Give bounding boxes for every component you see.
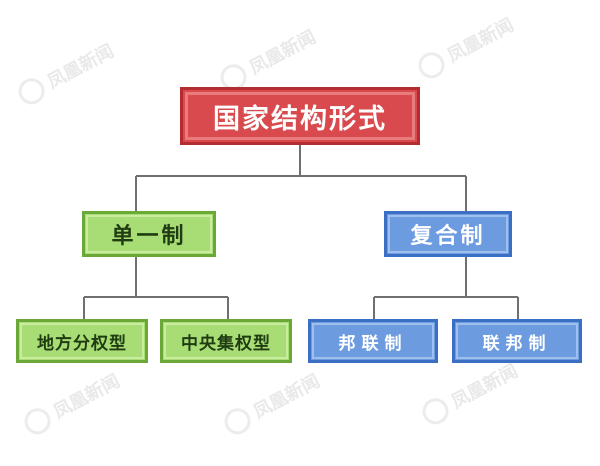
node-label: 地方分权型 [37,333,127,354]
node-label: 中央集权型 [181,333,271,354]
node-label: 单一制 [111,224,187,249]
node-decentralized-type: 地方分权型 [16,319,148,363]
node-root: 国家结构形式 [180,87,420,145]
node-label: 联邦制 [482,333,552,354]
node-label: 复合制 [410,224,486,249]
node-confederation: 邦联制 [308,319,438,363]
node-label: 国家结构形式 [213,103,387,135]
node-unitary-system: 单一制 [82,211,216,257]
node-federation: 联邦制 [452,319,582,363]
node-centralized-type: 中央集权型 [160,319,292,363]
node-label: 邦联制 [338,333,408,354]
node-composite-system: 复合制 [384,211,512,257]
